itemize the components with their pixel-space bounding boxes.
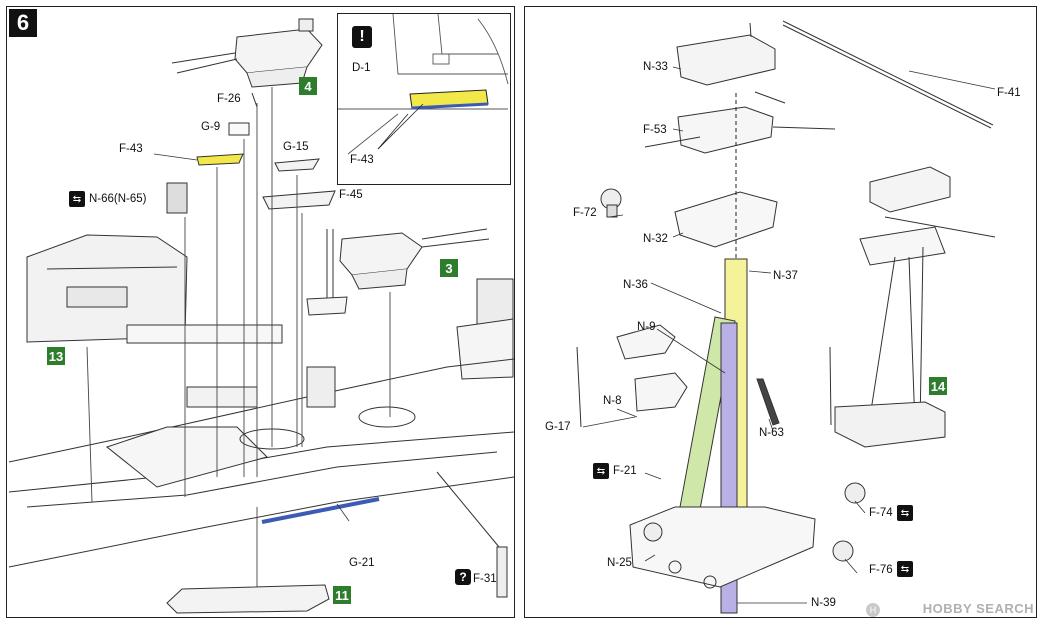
swap-icon: ⇆: [593, 463, 609, 479]
part-label-f74: F-74: [869, 507, 893, 519]
part-label-n37: N-37: [773, 270, 798, 282]
step-number: 6: [9, 9, 37, 37]
assembly-step-panel-right: 14 N-33 F-41 F-53 F-72 N-32 N-36 N-37 N-…: [524, 6, 1037, 618]
sub-assembly-badge-4: 4: [299, 77, 317, 95]
part-label-f45: F-45: [339, 189, 363, 201]
part-label-f53: F-53: [643, 124, 667, 136]
sub-assembly-badge-3: 3: [440, 259, 458, 277]
part-label-f72: F-72: [573, 207, 597, 219]
assembly-step-panel-left: 6: [6, 6, 515, 618]
warning-icon: !: [352, 26, 372, 48]
part-label-n25: N-25: [607, 557, 632, 569]
part-label-g17: G-17: [545, 421, 571, 433]
watermark-text: HOBBY SEARCH: [922, 601, 1034, 616]
detail-inset: ! D-1 F-43: [337, 13, 511, 185]
part-label-g21: G-21: [349, 557, 375, 569]
part-label-g15: G-15: [283, 141, 309, 153]
part-label-n33: N-33: [643, 61, 668, 73]
sub-assembly-badge-14: 14: [929, 377, 947, 395]
question-icon: ?: [455, 569, 471, 585]
inset-part-ref: D-1: [352, 62, 371, 74]
sub-assembly-badge-13: 13: [47, 347, 65, 365]
mast-assembly-drawing: [576, 20, 996, 614]
part-label-f26: F-26: [217, 93, 241, 105]
part-label-n63: N-63: [759, 427, 784, 439]
swap-icon: ⇆: [897, 561, 913, 577]
part-label-f41: F-41: [997, 87, 1021, 99]
swap-icon: ⇆: [69, 191, 85, 207]
inset-drawing: [338, 14, 509, 155]
part-label-n32: N-32: [643, 233, 668, 245]
part-label-n9: N-9: [637, 321, 656, 333]
inset-label-f43: F-43: [350, 154, 374, 166]
part-label-n66: N-66(N-65): [89, 193, 147, 205]
part-label-n39: N-39: [811, 597, 836, 609]
watermark-logo: H: [866, 603, 880, 617]
swap-icon: ⇆: [897, 505, 913, 521]
part-label-f31: F-31: [473, 573, 497, 585]
part-label-g9: G-9: [201, 121, 221, 133]
part-label-n8: N-8: [603, 395, 622, 407]
part-label-f76: F-76: [869, 564, 893, 576]
ship-assembly-drawing: [8, 18, 514, 614]
part-label-f21: F-21: [613, 465, 637, 477]
part-label-n36: N-36: [623, 279, 648, 291]
sub-assembly-badge-11: 11: [333, 586, 351, 604]
part-label-f43: F-43: [119, 143, 143, 155]
